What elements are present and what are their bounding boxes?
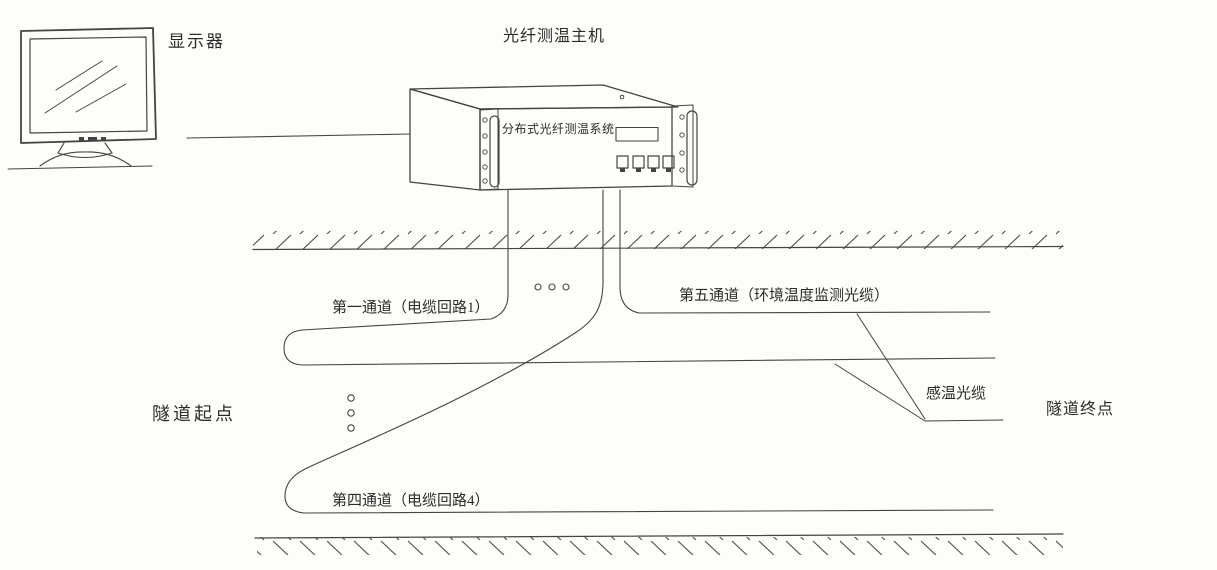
device-front-label: 分布式光纤测温系统 <box>502 122 615 136</box>
host-device-drawing <box>409 84 698 191</box>
monitor-host-link-line <box>186 133 411 139</box>
cable-channel-1-path <box>283 189 996 366</box>
cable-channel-5-path <box>619 189 991 314</box>
device-optical-ports <box>616 155 675 172</box>
cable-channel-4-path <box>284 189 994 514</box>
device-top-screw <box>619 94 625 100</box>
ground-top-hatch <box>252 231 1064 251</box>
device-left-handle <box>489 115 500 188</box>
ground-bottom-hatch <box>254 533 1064 555</box>
device-top-face <box>409 84 679 110</box>
tunnel-end-label: 隧道终点 <box>1046 401 1115 418</box>
screen-reflection-lines <box>44 60 127 114</box>
device-right-handle <box>686 110 698 186</box>
channel-1-label: 第一通道（电缆回路1） <box>332 300 490 316</box>
monitor-label: 显示器 <box>168 32 225 51</box>
device-front-face <box>479 106 673 191</box>
monitor-screen <box>29 36 148 134</box>
monitor-bezel <box>20 27 157 144</box>
ellipsis-dots-horizontal <box>534 283 570 291</box>
device-display <box>615 126 659 142</box>
monitor-buttons <box>79 137 106 141</box>
device-left-face <box>409 88 481 191</box>
device-right-rail <box>671 104 698 188</box>
ellipsis-dots-vertical <box>347 394 355 432</box>
channel-4-label: 第四通道（电缆回路4） <box>332 493 490 509</box>
sensing-cable-callout <box>834 313 1004 422</box>
host-title-label: 光纤测温主机 <box>503 28 606 45</box>
monitor-stand <box>7 142 153 170</box>
device-left-rail <box>479 108 500 191</box>
monitor-drawing <box>7 27 157 170</box>
sensing-cable-label: 感温光缆 <box>926 386 987 402</box>
channel-5-label: 第五通道（环境温度监测光缆） <box>679 288 890 304</box>
tunnel-start-label: 隧道起点 <box>152 404 236 424</box>
